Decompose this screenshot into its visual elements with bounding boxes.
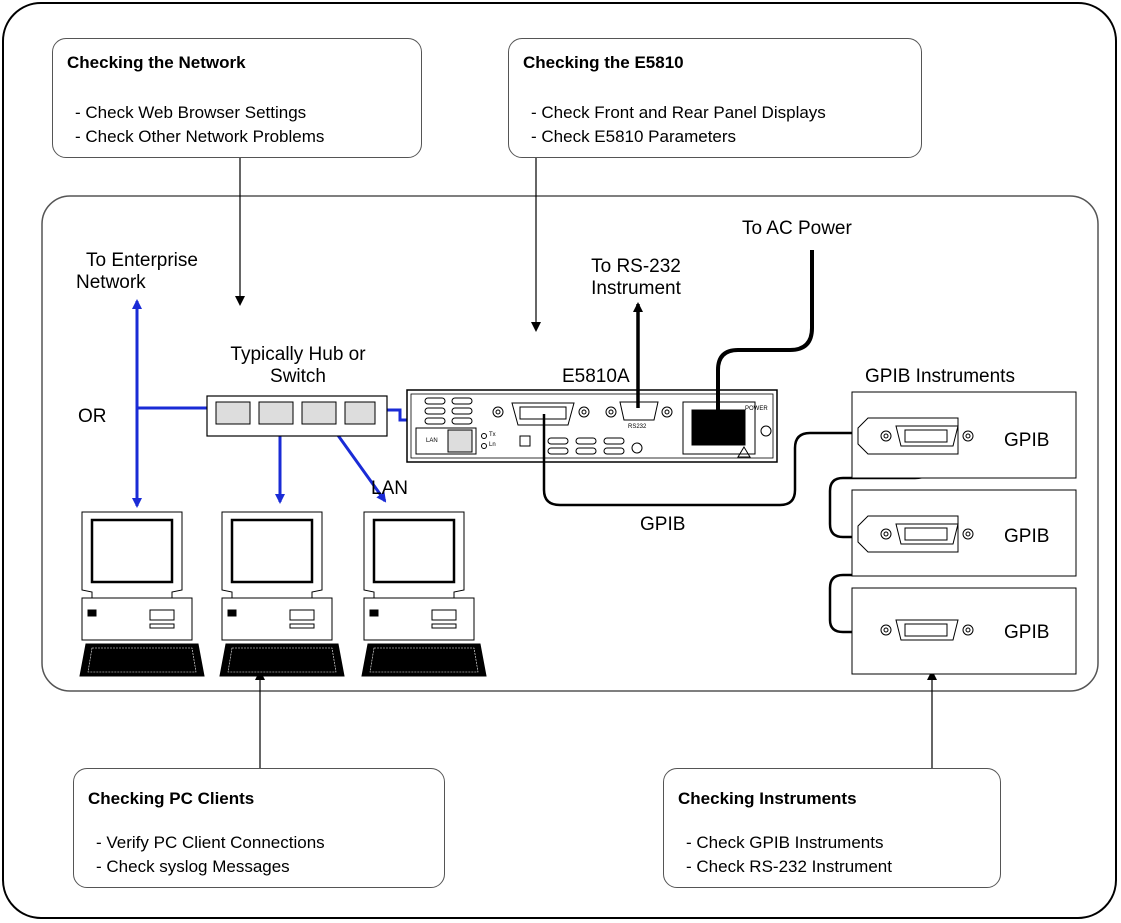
label-enterprise-network: To Enterprise Network	[62, 250, 222, 294]
box-network-item: - Check Web Browser Settings	[75, 103, 307, 122]
label-enterprise-line2: Network	[76, 272, 146, 293]
box-network-title: Checking the Network	[67, 53, 246, 72]
box-network-item: - Check Other Network Problems	[75, 127, 325, 146]
panel-power-label: POWER	[745, 406, 768, 412]
gpib-instrument-3	[851, 587, 1077, 675]
label-gpib-1: GPIB	[1004, 430, 1050, 451]
box-pc-title: Checking PC Clients	[88, 789, 255, 808]
box-instruments-item: - Check GPIB Instruments	[686, 833, 884, 852]
box-instruments-item: - Check RS-232 Instrument	[686, 857, 892, 876]
hub-switch	[206, 395, 388, 437]
box-e5810-item: - Check E5810 Parameters	[531, 127, 737, 146]
label-hub-line1: Typically Hub or	[230, 344, 366, 365]
label-hub-switch: Typically Hub or Switch	[200, 344, 396, 388]
label-ac-power: To AC Power	[742, 218, 852, 239]
label-lan: LAN	[371, 478, 408, 499]
panel-rs232-label: RS232	[628, 424, 647, 430]
box-pc-item: - Verify PC Client Connections	[96, 833, 325, 852]
label-gpib-2: GPIB	[1004, 526, 1050, 547]
label-rs232-line2: Instrument	[591, 278, 681, 299]
e5810a-unit	[406, 389, 778, 463]
panel-lan-label: LAN	[426, 438, 438, 444]
panel-ln-label: Ln	[489, 442, 496, 448]
pc-computer-2	[219, 511, 345, 677]
box-e5810-title: Checking the E5810	[523, 53, 684, 72]
box-checking-e5810: Checking the E5810 - Check Front and Rea…	[508, 38, 922, 158]
box-instruments-title: Checking Instruments	[678, 789, 857, 808]
label-gpib-instruments: GPIB Instruments	[865, 366, 1015, 387]
system-frame	[41, 195, 1099, 692]
label-rs232-instrument: To RS-232 Instrument	[566, 256, 706, 300]
gpib-instrument-1	[851, 391, 1077, 479]
box-checking-pc-clients: Checking PC Clients - Verify PC Client C…	[73, 768, 445, 888]
gpib-instrument-2	[851, 489, 1077, 577]
label-gpib-3: GPIB	[1004, 622, 1050, 643]
box-e5810-item: - Check Front and Rear Panel Displays	[531, 103, 826, 122]
label-gpib-cable: GPIB	[640, 514, 686, 535]
box-pc-item: - Check syslog Messages	[96, 857, 290, 876]
box-checking-network: Checking the Network - Check Web Browser…	[52, 38, 422, 158]
label-or: OR	[78, 406, 107, 427]
pc-computer-1	[79, 511, 205, 677]
label-e5810a: E5810A	[562, 366, 630, 387]
pc-computer-3	[361, 511, 487, 677]
label-enterprise-line1: To Enterprise	[86, 250, 198, 271]
label-hub-line2: Switch	[270, 366, 326, 387]
box-checking-instruments: Checking Instruments - Check GPIB Instru…	[663, 768, 1001, 888]
panel-tx-label: Tx	[489, 432, 496, 438]
label-rs232-line1: To RS-232	[591, 256, 681, 277]
